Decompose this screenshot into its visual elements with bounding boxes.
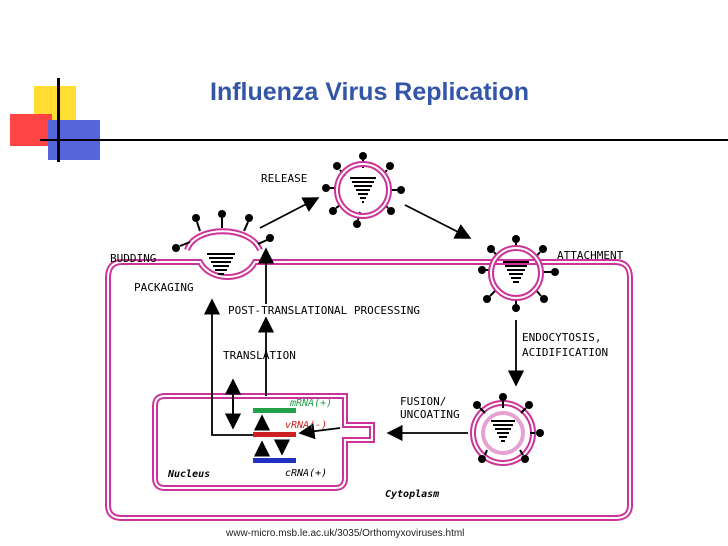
label-crna: cRNA(+) (285, 468, 327, 479)
label-endocytosis: ENDOCYTOSIS, (522, 331, 601, 344)
label-uncoating: UNCOATING (400, 408, 460, 421)
released-virion (322, 152, 405, 228)
crna-bar (253, 458, 296, 463)
label-fusion: FUSION/ (400, 395, 446, 408)
title-divider (40, 139, 728, 141)
label-budding: BUDDING (110, 252, 156, 265)
deco-vertical-line (57, 78, 60, 162)
mrna-bar (253, 408, 296, 413)
label-mrna: mRNA(+) (289, 398, 332, 409)
attaching-virion (478, 235, 559, 312)
source-url: www-micro.msb.le.ac.uk/3035/Orthomyxovir… (226, 528, 465, 539)
label-release: RELEASE (261, 172, 307, 185)
label-vrna: vRNA(-) (285, 420, 327, 431)
budding-virion (172, 210, 274, 275)
label-post-translational: POST-TRANSLATIONAL PROCESSING (228, 304, 420, 317)
label-attachment: ATTACHMENT (557, 249, 624, 262)
vrna-bar (253, 432, 296, 437)
label-translation: TRANSLATION (223, 349, 296, 362)
label-acidification: ACIDIFICATION (522, 346, 608, 359)
label-packaging: PACKAGING (134, 281, 194, 294)
label-nucleus: Nucleus (167, 469, 210, 480)
endosome-virion (470, 393, 544, 466)
cycle-arrows (203, 197, 525, 457)
label-cytoplasm: Cytoplasm (385, 489, 439, 500)
slide-title: Influenza Virus Replication (210, 78, 530, 106)
